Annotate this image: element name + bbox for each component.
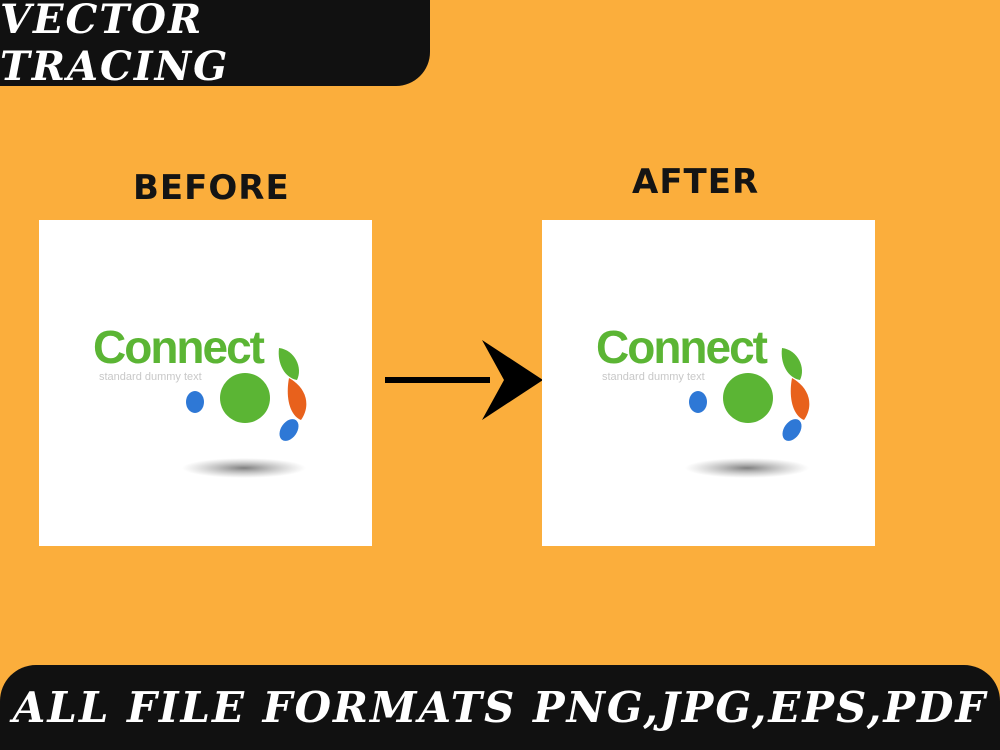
arrow-right-icon — [385, 340, 543, 420]
logo-orange-segment — [790, 378, 810, 420]
page-title: VECTOR TRACING — [0, 0, 230, 90]
logo-blue-dot-right — [279, 419, 299, 441]
logo-green-dot — [723, 373, 773, 423]
logo-orange-segment — [287, 378, 307, 420]
logo-word: Connect — [596, 321, 768, 373]
after-panel: Connect standard dummy text — [542, 220, 875, 546]
before-panel: Connect standard dummy text — [39, 220, 372, 546]
logo-blue-dot-right — [782, 419, 802, 441]
logo-blue-dot-left — [186, 391, 204, 413]
connect-logo-before: Connect standard dummy text — [93, 321, 307, 478]
logo-green-leaf — [781, 348, 802, 380]
logo-tagline: standard dummy text — [602, 371, 705, 383]
logo-blue-dot-left — [689, 391, 707, 413]
logo-green-dot — [220, 373, 270, 423]
logo-tagline: standard dummy text — [99, 371, 202, 383]
logo-green-leaf — [278, 348, 299, 380]
footer-banner: ALL FILE FORMATS PNG,JPG,EPS,PDF — [0, 665, 1000, 750]
before-label: BEFORE — [133, 168, 290, 208]
logo-shadow — [685, 458, 809, 478]
logo-word: Connect — [93, 321, 265, 373]
connect-logo-after: Connect standard dummy text — [596, 321, 810, 478]
logo-shadow — [182, 458, 306, 478]
file-formats-text: ALL FILE FORMATS PNG,JPG,EPS,PDF — [12, 683, 988, 732]
title-banner: VECTOR TRACING — [0, 0, 430, 90]
after-label: AFTER — [632, 162, 760, 202]
